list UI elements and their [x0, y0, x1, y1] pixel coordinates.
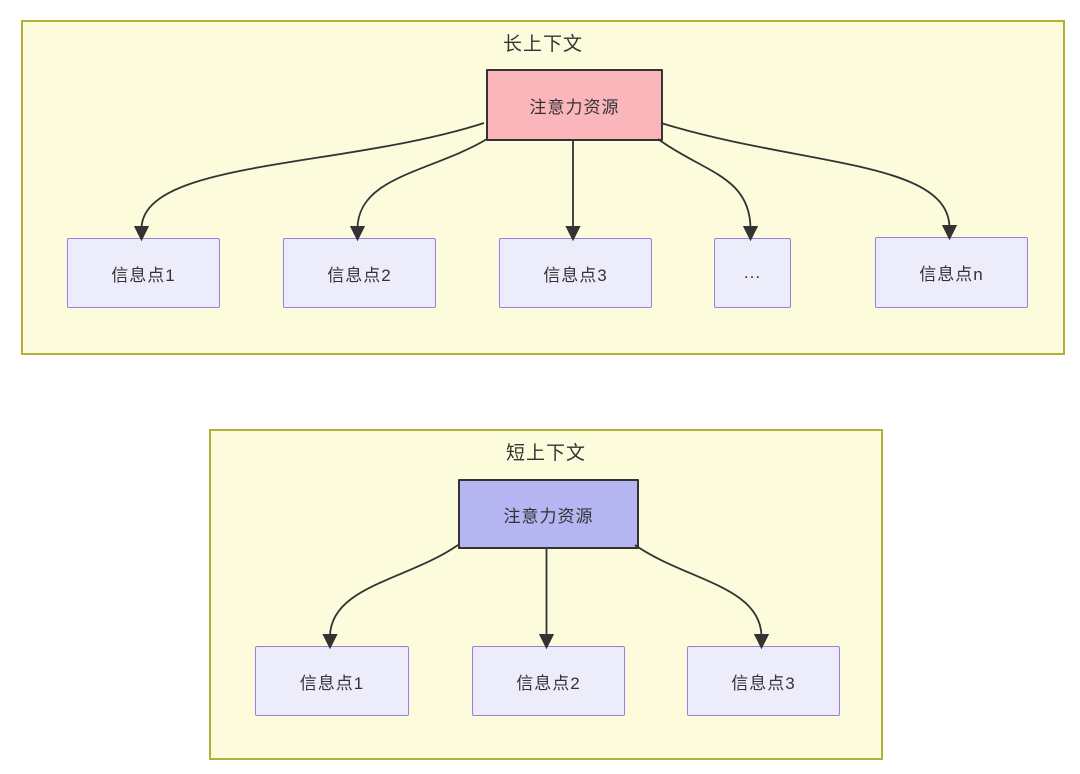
long-context-info-node-n: 信息点n	[875, 237, 1028, 308]
short-context-info-node-3: 信息点3	[687, 646, 840, 716]
short-context-info-node-1: 信息点1	[255, 646, 409, 716]
short-context-title: 短上下文	[505, 443, 586, 464]
long-context-info-node-3: 信息点3	[499, 238, 652, 308]
long-context-info-node-2: 信息点2	[283, 238, 436, 308]
short-context-info-node-2: 信息点2	[472, 646, 625, 716]
long-context-info-node-ellipsis: ...	[714, 238, 791, 308]
short-context-container: 短上下文 注意力资源 信息点1 信息点2 信息点3	[209, 429, 883, 760]
long-context-title: 长上下文	[502, 34, 583, 55]
long-context-attention-node: 注意力资源	[486, 69, 663, 141]
short-context-attention-node: 注意力资源	[458, 479, 639, 549]
long-context-container: 长上下文 注意力资源 信息点1 信息点2 信息点3 ... 信息点n	[21, 20, 1065, 355]
long-context-info-node-1: 信息点1	[67, 238, 220, 308]
